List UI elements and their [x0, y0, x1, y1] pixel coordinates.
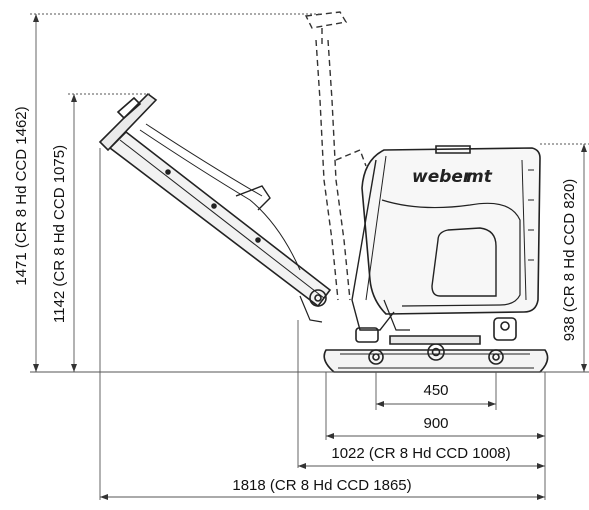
dim-label-1818: 1818 (CR 8 Hd CCD 1865): [232, 477, 411, 494]
base-plate: [323, 317, 549, 373]
dim-label-1142: 1142 (CR 8 Hd CCD 1075): [51, 145, 68, 323]
dim-label-1471: 1471 (CR 8 Hd CCD 1462): [13, 106, 30, 285]
dim-label-900: 900: [423, 415, 448, 432]
dim-label-450: 450: [423, 382, 448, 399]
dim-label-938: 938 (CR 8 Hd CCD 820): [561, 179, 578, 342]
dim-label-1022: 1022 (CR 8 Hd CCD 1008): [331, 445, 510, 462]
dimension-arrows: [33, 14, 587, 500]
machine-body: [351, 145, 541, 331]
dimension-lines: [30, 13, 589, 500]
upright-handle: [304, 11, 367, 301]
brand-logo: weber: [412, 167, 473, 187]
tilted-handle: [98, 92, 332, 323]
brand-logo-suffix: mt: [466, 167, 493, 187]
